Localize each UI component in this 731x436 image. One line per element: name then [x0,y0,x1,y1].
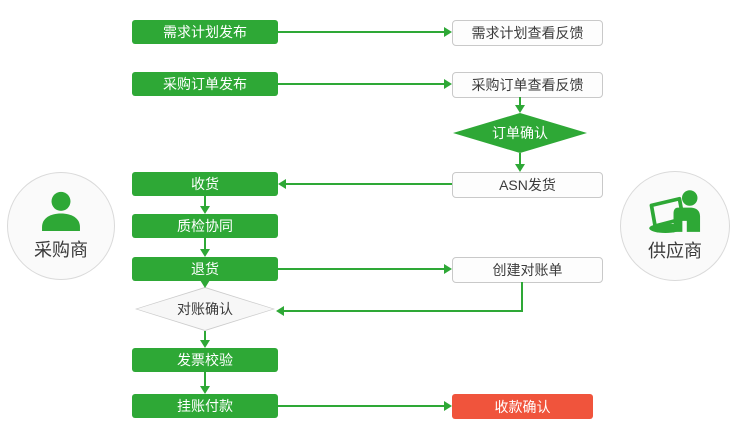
arrow-right-icon [444,401,452,411]
node-asn-shipping: ASN发货 [452,172,603,198]
person-laptop-icon [647,189,703,235]
edge-statement-vline [521,282,523,312]
edge-po-feedback-line [519,97,521,106]
node-demand-plan-publish: 需求计划发布 [132,20,278,44]
person-icon [38,190,84,234]
supplier-actor: 供应商 [620,171,730,281]
node-reconciliation-confirm: 对账确认 [135,287,275,331]
node-purchase-order-publish: 采购订单发布 [132,72,278,96]
buyer-label: 采购商 [34,240,88,260]
node-order-confirm: 订单确认 [453,113,587,153]
arrow-right-icon [444,79,452,89]
reconciliation-confirm-label: 对账确认 [137,288,273,330]
edge-statement-hline [284,310,523,312]
arrow-down-icon [515,164,525,172]
arrow-down-icon [200,206,210,214]
node-create-statement: 创建对账单 [452,257,603,283]
buyer-actor: 采购商 [7,172,115,280]
edge-order-confirm-line [519,153,521,164]
node-invoice-verification: 发票校验 [132,348,278,372]
arrow-down-icon [200,249,210,257]
node-quality-inspection: 质检协同 [132,214,278,238]
arrow-down-icon [200,386,210,394]
arrow-right-icon [444,264,452,274]
node-payment-receipt-confirm: 收款确认 [452,394,593,419]
edge-invoice-line [204,372,206,386]
node-receiving: 收货 [132,172,278,196]
node-demand-plan-feedback: 需求计划查看反馈 [452,20,603,46]
edge-returns-line [278,268,444,270]
edge-reconciliation-line [204,331,206,340]
node-book-payment: 挂账付款 [132,394,278,418]
edge-asn-line [286,183,452,185]
edge-receiving-line [204,196,206,206]
arrow-down-icon [200,340,210,348]
node-returns: 退货 [132,257,278,281]
arrow-down-icon [200,280,210,288]
arrow-down-icon [515,105,525,113]
arrow-left-icon [278,179,286,189]
edge-quality-line [204,238,206,249]
supplier-label: 供应商 [648,241,702,261]
arrow-right-icon [444,27,452,37]
node-purchase-order-feedback: 采购订单查看反馈 [452,72,603,98]
edge-purchase-order-line [278,83,444,85]
arrow-left-icon [276,306,284,316]
edge-demand-plan-line [278,31,444,33]
edge-payment-line [278,405,444,407]
